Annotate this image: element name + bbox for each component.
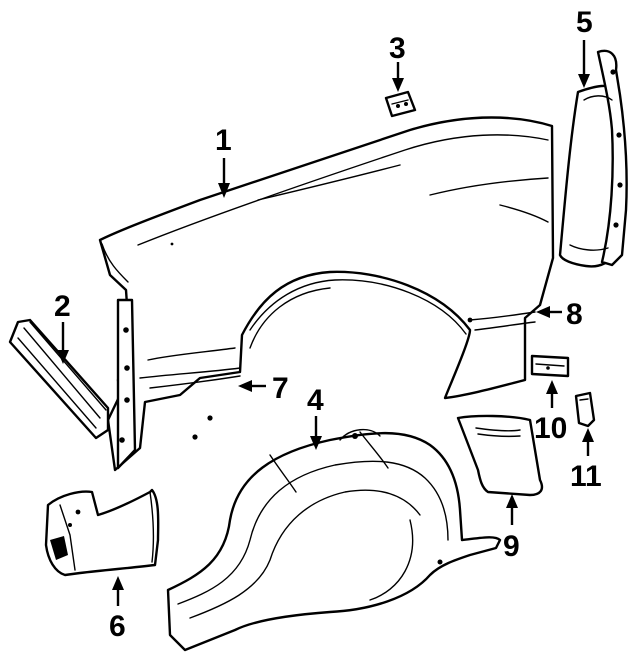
callout-1: 1 bbox=[215, 124, 232, 157]
clip-part bbox=[384, 90, 417, 118]
callout-2: 2 bbox=[54, 290, 71, 323]
callout-10: 10 bbox=[534, 412, 567, 445]
callout-11: 11 bbox=[570, 460, 602, 493]
callout-3: 3 bbox=[389, 32, 406, 65]
callout-labels: 1 2 3 4 5 6 7 8 9 10 11 bbox=[54, 6, 602, 643]
fender-part bbox=[98, 116, 555, 472]
seal-strip-part bbox=[8, 318, 110, 440]
bracket-part bbox=[574, 391, 596, 428]
callout-4: 4 bbox=[307, 384, 324, 417]
callout-7: 7 bbox=[272, 372, 289, 405]
callout-9: 9 bbox=[503, 530, 520, 563]
splash-shield-part bbox=[44, 488, 160, 577]
callout-5: 5 bbox=[576, 6, 593, 39]
mud-guard-part bbox=[558, 49, 628, 268]
wheelhouse-liner-part bbox=[166, 429, 502, 652]
callout-leaders bbox=[57, 40, 594, 606]
callout-6: 6 bbox=[109, 610, 126, 643]
callout-8: 8 bbox=[566, 298, 583, 331]
molding-piece-part bbox=[530, 354, 570, 378]
lower-panel-part bbox=[456, 414, 544, 497]
